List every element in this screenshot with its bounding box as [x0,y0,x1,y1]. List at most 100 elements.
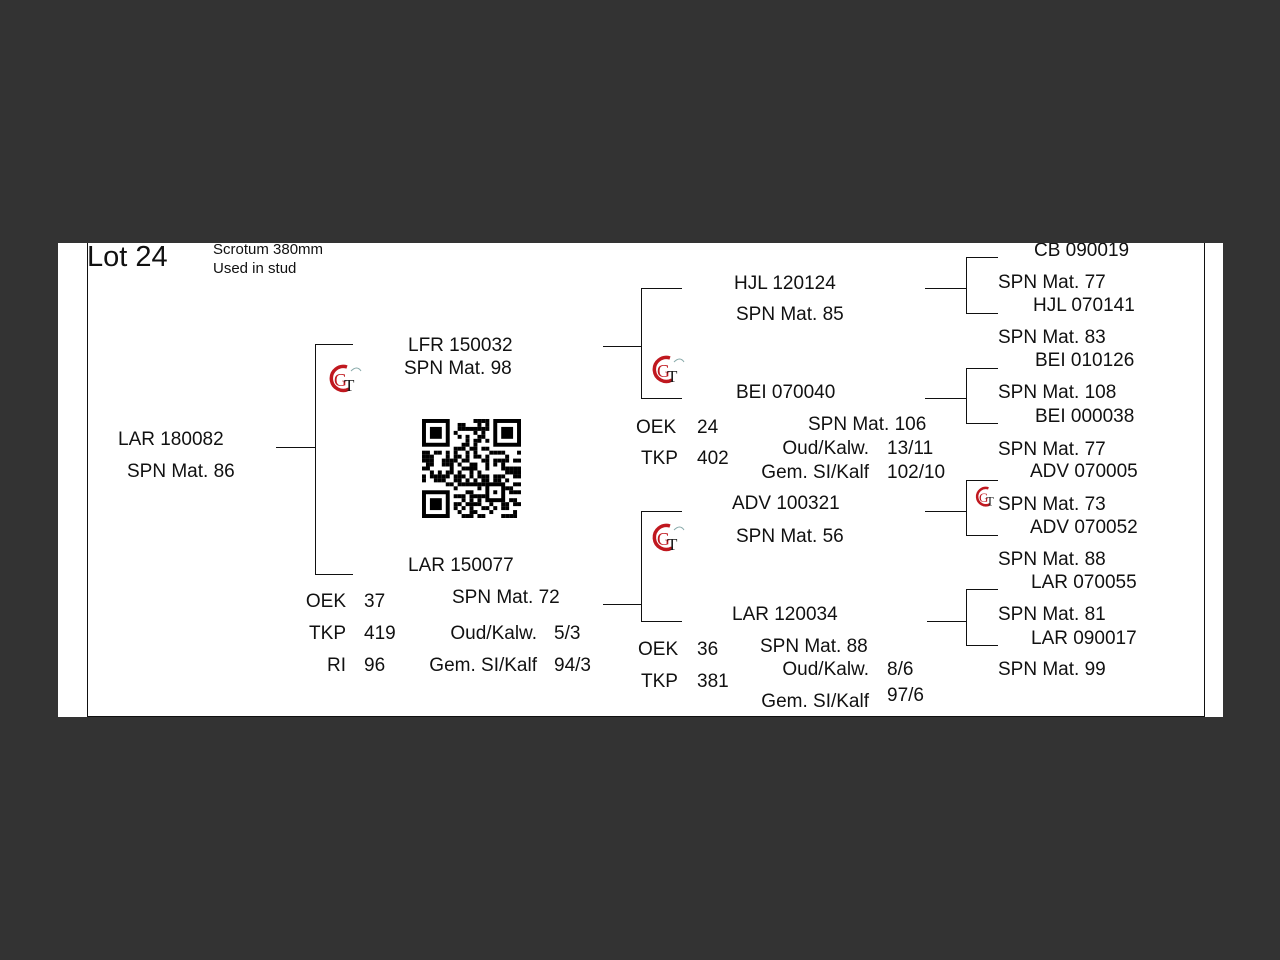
bracket-line [966,480,967,535]
bracket-line [641,398,682,399]
bracket-line [966,313,998,314]
dam-tkp-value: 419 [364,623,396,644]
bracket-line [925,398,966,399]
gen3-id: BEI 010126 [1035,350,1135,371]
dd-oud-label: Oud/Kalw. [782,659,869,680]
sire-spn: SPN Mat. 98 [404,358,512,379]
bracket-line [641,511,682,512]
gen3-id: LAR 090017 [1031,628,1137,649]
dam-spn: SPN Mat. 72 [452,587,560,608]
gen3-spn: SPN Mat. 81 [998,604,1106,625]
dam-id: LAR 150077 [408,555,514,576]
svg-text:T: T [344,376,355,395]
dam-gem-value: 94/3 [554,655,591,676]
animal-spn: SPN Mat. 86 [127,461,235,482]
bracket-line [966,480,998,481]
gen3-spn: SPN Mat. 99 [998,659,1106,680]
sd-tkp-label: TKP [641,448,678,469]
svg-text:T: T [667,367,678,386]
sd-oek-value: 24 [697,417,719,438]
bracket-line [603,346,641,347]
bracket-line [927,621,966,622]
animal-id: LAR 180082 [118,429,224,450]
scrotum-text: Scrotum 380mm [213,243,324,258]
gen3-id: CB 090019 [1034,243,1130,261]
ss-id: HJL 120124 [734,273,836,294]
gen3-spn: SPN Mat. 77 [998,272,1106,293]
ss-spn: SPN Mat. 85 [736,304,844,325]
bracket-line [966,423,998,424]
bracket-line [966,535,998,536]
bracket-line [641,621,682,622]
sire-id: LFR 150032 [408,335,513,356]
dd-tkp-label: TKP [641,671,678,692]
bracket-line [925,511,966,512]
svg-text:T: T [986,495,994,509]
bracket-line [641,511,642,621]
bracket-line [966,645,998,646]
bracket-line [315,344,353,345]
bracket-line [966,257,967,313]
svg-text:G: G [657,529,670,549]
bracket-line [966,368,967,423]
dd-oud-value: 8/6 [887,659,914,680]
svg-text:G: G [334,370,347,390]
dam-gem-label: Gem. SI/Kalf [429,655,537,676]
svg-text:T: T [667,535,678,554]
ds-spn: SPN Mat. 56 [736,526,844,547]
sd-oud-value: 13/11 [887,438,934,459]
gt-logo-icon: G T [652,355,685,386]
left-border [87,243,88,717]
dam-tkp-label: TKP [309,623,346,644]
bracket-line [966,589,967,645]
gen3-spn: SPN Mat. 77 [998,439,1106,460]
bottom-border [87,716,1205,717]
sd-gem-label: Gem. SI/Kalf [761,462,869,483]
sd-id: BEI 070040 [736,382,836,403]
used-in-stud-text: Used in stud [213,260,297,277]
sd-tkp-value: 402 [697,448,729,469]
dd-id: LAR 120034 [732,604,838,625]
gen3-id: HJL 070141 [1033,295,1135,316]
sd-oek-label: OEK [636,417,677,438]
bracket-line [641,288,642,398]
bracket-line [966,589,998,590]
svg-text:G: G [979,490,988,505]
bracket-line [925,288,966,289]
dam-oud-value: 5/3 [554,623,581,644]
dam-ri-label: RI [327,655,346,676]
dd-gem-value: 97/6 [887,685,924,706]
dam-oek-label: OEK [305,591,346,612]
gt-logo-icon: G T [329,364,362,395]
pedigree-sheet: Lot 24 Scrotum 380mm Used in stud LAR 18… [58,243,1223,717]
gen3-id: ADV 070052 [1030,517,1138,538]
dd-oek-label: OEK [638,639,679,660]
dam-oud-label: Oud/Kalw. [450,623,537,644]
dam-ri-value: 96 [364,655,386,676]
bracket-line [603,604,641,605]
ds-id: ADV 100321 [732,493,840,514]
bracket-line [641,288,682,289]
gt-logo-icon: G T [652,523,685,554]
sd-gem-value: 102/10 [887,462,946,483]
sd-oud-label: Oud/Kalw. [782,438,869,459]
dd-gem-label: Gem. SI/Kalf [761,691,869,712]
gen3-spn: SPN Mat. 88 [998,549,1106,570]
qr-code-icon [422,419,521,518]
svg-text:G: G [657,361,670,381]
gen3-id: LAR 070055 [1031,572,1137,593]
bracket-line [276,447,315,448]
bracket-line [966,257,998,258]
lot-title: Lot 24 [87,243,168,273]
gen3-spn: SPN Mat. 108 [998,382,1117,403]
dd-oek-value: 36 [697,639,719,660]
dam-oek-value: 37 [364,591,386,612]
gen3-id: ADV 070005 [1030,461,1138,482]
dd-tkp-value: 381 [697,671,729,692]
gen3-id: BEI 000038 [1035,406,1135,427]
bracket-line [315,344,316,574]
gen3-spn: SPN Mat. 83 [998,327,1106,348]
gen3-spn: SPN Mat. 73 [998,494,1106,515]
bracket-line [966,368,998,369]
gt-logo-icon: G T [975,486,994,509]
